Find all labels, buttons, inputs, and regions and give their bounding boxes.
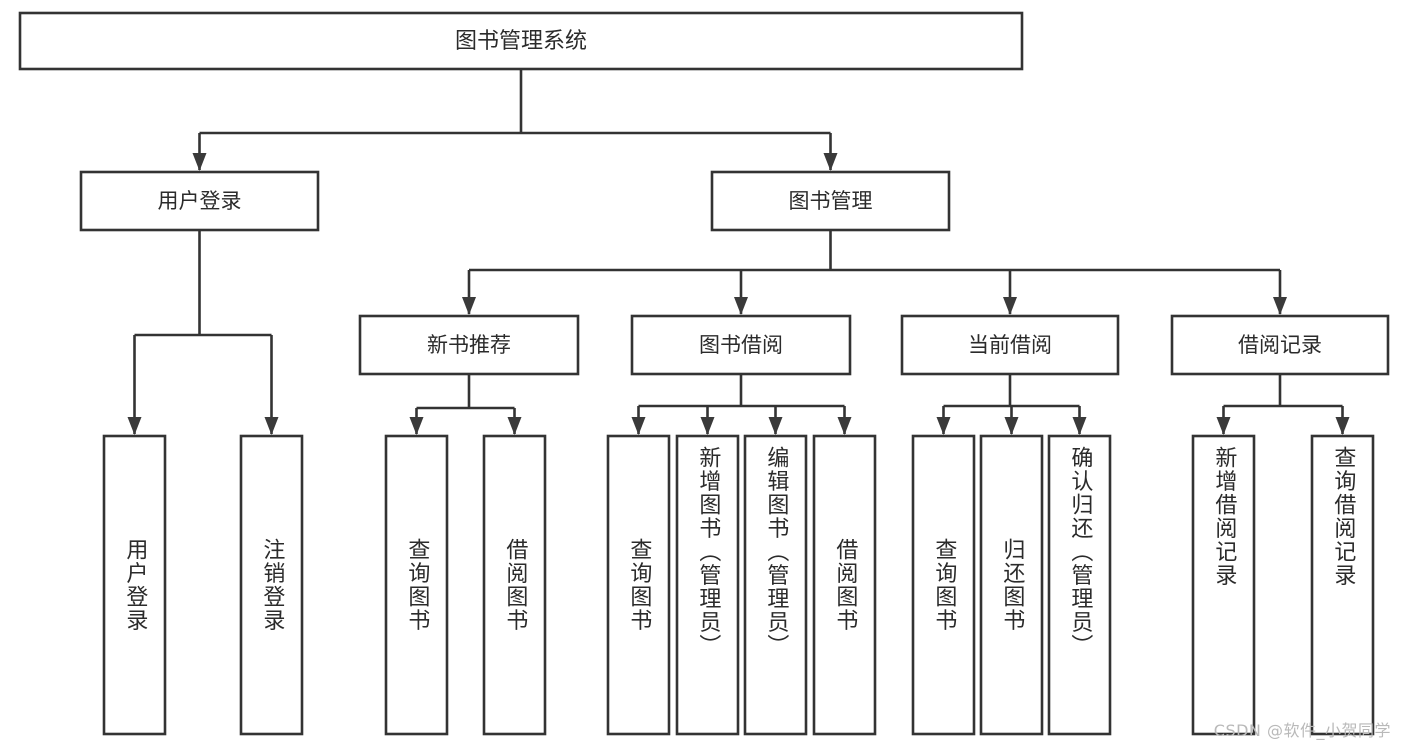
node-用户登录-label: 用户登录 (158, 189, 242, 213)
arrow-head (264, 417, 279, 435)
arrow-head (1072, 417, 1087, 435)
node-用户登录-box[interactable] (102, 434, 167, 736)
arrow-head (507, 417, 522, 435)
node-查询图书-box[interactable] (606, 434, 671, 736)
edges-group (127, 69, 1350, 435)
arrow-head (409, 417, 424, 435)
arrow-head (1004, 417, 1019, 435)
arrow-head (700, 417, 715, 435)
arrow-head (1216, 417, 1231, 435)
node-借阅图书-box[interactable] (482, 434, 547, 736)
node-新增借阅记录-box[interactable] (1191, 434, 1256, 736)
node-图书管理-label: 图书管理 (789, 189, 873, 213)
node-查询借阅记录-box[interactable] (1310, 434, 1375, 736)
arrow-head (837, 417, 852, 435)
node-查询图书-box[interactable] (384, 434, 449, 736)
node-编辑图书管理员-box[interactable] (743, 434, 808, 736)
arrow-head (1335, 417, 1350, 435)
node-用户登录-box[interactable] (79, 170, 320, 232)
node-图书借阅-label: 图书借阅 (699, 333, 783, 357)
arrow-head (823, 153, 838, 171)
node-借阅记录-label: 借阅记录 (1238, 333, 1322, 357)
node-确认归还管理员-box[interactable] (1047, 434, 1112, 736)
arrow-head (631, 417, 646, 435)
arrow-head (127, 417, 142, 435)
csdn-watermark: CSDN @软件_小贺同学 (1213, 721, 1391, 740)
node-注销登录-box[interactable] (239, 434, 304, 736)
node-借阅图书-box[interactable] (812, 434, 877, 736)
arrow-head (462, 297, 476, 315)
node-图书管理-box[interactable] (710, 170, 951, 232)
node-图书管理系统-box[interactable] (18, 11, 1024, 71)
node-图书借阅-box[interactable] (630, 314, 852, 376)
node-当前借阅-box[interactable] (900, 314, 1120, 376)
node-新书推荐-box[interactable] (358, 314, 580, 376)
node-图书管理系统-label: 图书管理系统 (455, 29, 587, 54)
arrow-head (936, 417, 951, 435)
node-当前借阅-label: 当前借阅 (968, 333, 1052, 357)
node-查询图书-box[interactable] (911, 434, 976, 736)
node-新增图书管理员-box[interactable] (675, 434, 740, 736)
arrow-head (1273, 297, 1287, 315)
arrow-head (734, 297, 748, 315)
arrow-head (768, 417, 783, 435)
node-新书推荐-label: 新书推荐 (427, 333, 511, 357)
arrow-head (1003, 297, 1017, 315)
node-归还图书-box[interactable] (979, 434, 1044, 736)
arrow-head (192, 153, 207, 171)
node-借阅记录-box[interactable] (1170, 314, 1390, 376)
